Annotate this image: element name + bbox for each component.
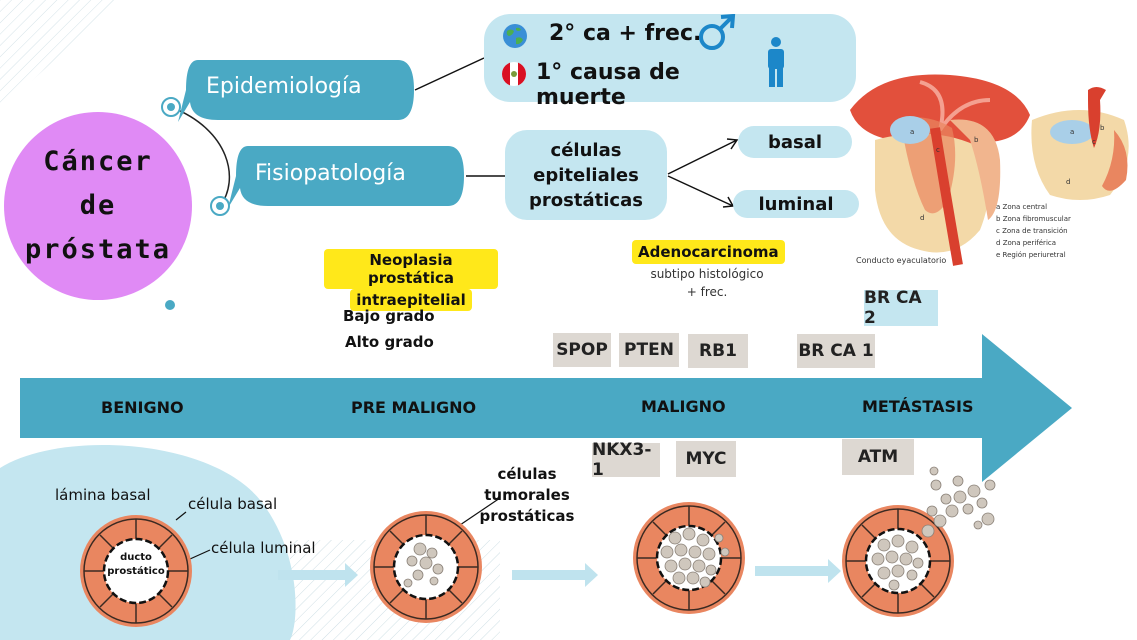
peru-flag-icon (502, 62, 526, 86)
duct-premalignant (370, 511, 482, 623)
stage-maligno: MALIGNO (641, 397, 726, 416)
stage-metastasis: METÁSTASIS (862, 397, 974, 416)
duct-malignant (633, 502, 745, 614)
gene-spop: SPOP (553, 333, 611, 367)
duct-center-1: ducto (120, 552, 152, 563)
branch-epidemiologia: Epidemiología (206, 74, 362, 99)
zone-letter: b (974, 136, 979, 144)
legend-item: e Región periuretral (996, 251, 1066, 259)
male-symbol-icon (699, 14, 736, 50)
adeno-sub-1: subtipo histológico (650, 267, 764, 281)
legend-item: d Zona periférica (996, 239, 1057, 247)
gene-brca1: BR CA 1 (797, 334, 875, 368)
branch-fisiopatologia: Fisiopatología (255, 161, 406, 186)
corner-hatch (0, 0, 120, 110)
anatomy-legend: a Zona central b Zona fibromuscular c Zo… (996, 201, 1136, 261)
title-line-3: próstata (24, 234, 172, 265)
adeno-title-wrap: Adenocarcinoma (632, 240, 785, 264)
label-celula-basal: célula basal (188, 495, 278, 513)
connector-epi (414, 57, 485, 91)
grade-high: Alto grado (345, 333, 434, 351)
connector-curve (170, 106, 231, 207)
gene-atm: ATM (842, 439, 914, 475)
epidemiology-box (484, 14, 856, 102)
legend-item: a Zona central (996, 203, 1048, 211)
duct-metastasis (842, 466, 996, 617)
small-dot (165, 300, 175, 310)
gene-pten: PTEN (619, 333, 679, 367)
zone-letter: b (1100, 124, 1105, 132)
epi-line-2: 1° causa de muerte (536, 60, 680, 110)
arrow-to-basal (667, 139, 738, 175)
neoplasia-line-1: Neoplasia prostática (324, 249, 498, 289)
gene-nkx31: NKX3-1 (592, 440, 660, 480)
anatomy-caption: Conducto eyaculatorio (856, 256, 947, 265)
luminal-label: luminal (758, 193, 834, 215)
bubble-epidemiologia-shape (178, 60, 414, 122)
basal-label: basal (767, 131, 823, 153)
epithelial-cells-box: células epiteliales prostáticas (505, 130, 667, 220)
gene-rb1: RB1 (688, 334, 748, 368)
tumor-line-2: tumorales (484, 486, 570, 504)
flow-arrow-3 (755, 559, 841, 583)
stage-benigno: BENIGNO (101, 398, 184, 417)
adeno-title: Adenocarcinoma (632, 240, 785, 264)
duct-benign (80, 515, 192, 627)
zone-letter: a (1070, 128, 1074, 136)
bubble-fisiopatologia-shape (228, 146, 464, 208)
prostate-anatomy-illustration: a b c d a b c d (850, 74, 1129, 266)
flow-arrow-1 (278, 563, 358, 587)
arrow-to-luminal (667, 175, 734, 207)
legend-item: b Zona fibromuscular (996, 215, 1071, 223)
flow-arrow-2 (512, 563, 598, 587)
luminal-box: luminal (733, 190, 859, 218)
zone-letter: c (936, 146, 940, 154)
zone-letter: a (910, 128, 914, 136)
title-line-2: de (79, 190, 117, 221)
zone-letter: d (920, 214, 924, 222)
label-lamina-basal: lámina basal (55, 486, 151, 504)
tumor-line-3: prostáticas (479, 507, 575, 525)
globe-icon (503, 24, 527, 48)
tumor-cells-label: células tumorales prostáticas (475, 464, 579, 527)
label-celula-luminal: célula luminal (211, 539, 316, 557)
adeno-sub-2: + frec. (686, 285, 728, 299)
epi-line-1: 2° ca + frec. (549, 21, 702, 46)
gene-myc: MYC (676, 441, 736, 477)
zone-letter: c (1092, 138, 1096, 146)
basal-box: basal (738, 126, 852, 158)
legend-item: c Zona de transición (996, 227, 1068, 235)
grade-low: Bajo grado (343, 307, 435, 325)
person-icon (768, 37, 784, 87)
timeline-arrow (20, 334, 1072, 482)
neoplasia-highlight: Neoplasia prostática intraepitelial (324, 249, 498, 311)
gene-brca2: BR CA 2 (864, 288, 938, 328)
neoplasia-line-2: intraepitelial (350, 289, 472, 311)
cells-line-3: prostáticas (529, 189, 643, 211)
title-line-1: Cáncer (43, 146, 153, 177)
cells-line-1: células (550, 139, 622, 161)
cells-line-2: epiteliales (533, 164, 639, 186)
tumor-line-1: células (497, 465, 557, 483)
stage-premaligno: PRE MALIGNO (351, 398, 477, 417)
title-circle: Cáncer de próstata (4, 112, 192, 300)
zone-letter: d (1066, 178, 1070, 186)
duct-center-2: prostático (107, 566, 165, 577)
